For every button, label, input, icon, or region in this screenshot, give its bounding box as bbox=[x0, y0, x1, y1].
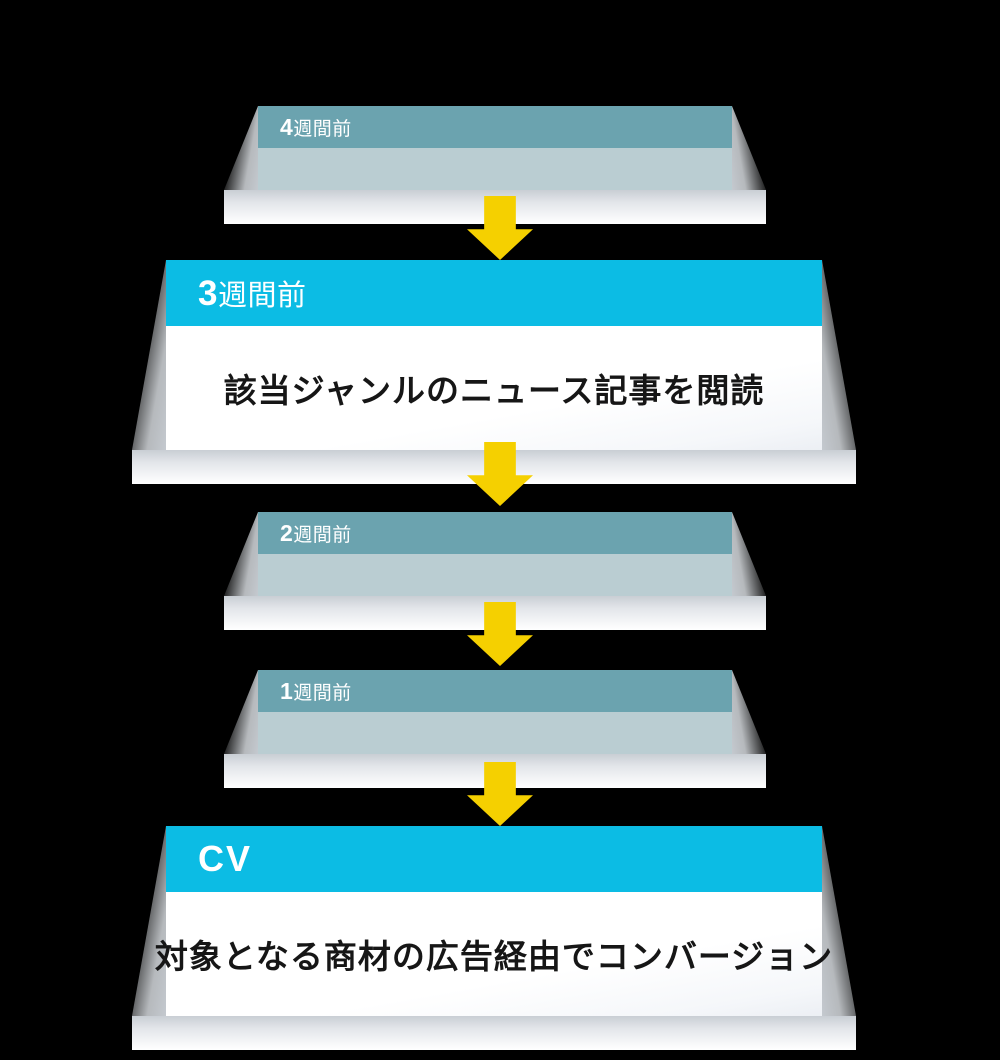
step-label: 4週間前 bbox=[280, 114, 352, 141]
step-card-cv[interactable]: CV 対象となる商材の広告経由でコンバージョン bbox=[132, 826, 856, 1050]
card-right-bevel bbox=[822, 826, 856, 1016]
step-body-text: 該当ジャンルのニュース記事を閲読 bbox=[223, 372, 765, 409]
card-header: 4週間前 bbox=[258, 106, 732, 161]
card-left-bevel bbox=[132, 260, 166, 450]
step-label: 2週間前 bbox=[280, 520, 352, 547]
step-label-number: 2 bbox=[280, 519, 294, 546]
step-label: 3週間前 bbox=[198, 272, 306, 314]
card-surface: CV 対象となる商材の広告経由でコンバージョン bbox=[155, 826, 832, 1016]
card-body bbox=[258, 148, 732, 190]
card-body bbox=[258, 712, 732, 754]
step-card-2-weeks-before[interactable]: 2週間前 bbox=[224, 512, 766, 630]
card-left-bevel bbox=[224, 670, 258, 754]
card-surface: 1週間前 bbox=[258, 670, 732, 754]
card-right-bevel bbox=[822, 260, 856, 450]
step-label-unit: 週間前 bbox=[293, 118, 352, 140]
card-surface: 4週間前 bbox=[258, 106, 732, 190]
step-card-4-weeks-before[interactable]: 4週間前 bbox=[224, 106, 766, 224]
card-left-bevel bbox=[132, 826, 166, 1016]
card-base-shadow bbox=[132, 1016, 856, 1050]
card-right-bevel bbox=[732, 512, 766, 596]
step-card-3-weeks-before[interactable]: 3週間前 該当ジャンルのニュース記事を閲読 bbox=[132, 260, 856, 484]
card-header: 2週間前 bbox=[258, 512, 732, 567]
card-right-bevel bbox=[732, 670, 766, 754]
card-header: 1週間前 bbox=[258, 670, 732, 725]
step-label: 1週間前 bbox=[280, 678, 352, 705]
card-body: 対象となる商材の広告経由でコンバージョン bbox=[155, 892, 832, 1016]
step-label-number: 3 bbox=[198, 274, 218, 313]
card-surface: 3週間前 該当ジャンルのニュース記事を閲読 bbox=[166, 260, 822, 450]
card-left-bevel bbox=[224, 512, 258, 596]
step-label-number: 4 bbox=[280, 113, 294, 140]
step-label: CV bbox=[198, 838, 253, 879]
card-header: CV bbox=[166, 826, 822, 905]
card-body bbox=[258, 554, 732, 596]
step-body-text: 対象となる商材の広告経由でコンバージョン bbox=[154, 938, 834, 975]
card-right-bevel bbox=[732, 106, 766, 190]
card-body: 該当ジャンルのニュース記事を閲読 bbox=[166, 326, 822, 450]
step-label-number: 1 bbox=[280, 677, 294, 704]
step-label-unit: 週間前 bbox=[293, 524, 352, 546]
down-arrow-icon bbox=[467, 602, 533, 666]
down-arrow-icon bbox=[467, 442, 533, 506]
step-label-unit: 週間前 bbox=[217, 280, 307, 312]
down-arrow-icon bbox=[467, 762, 533, 826]
card-header: 3週間前 bbox=[166, 260, 822, 339]
card-surface: 2週間前 bbox=[258, 512, 732, 596]
step-label-unit: 週間前 bbox=[293, 682, 352, 704]
down-arrow-icon bbox=[467, 196, 533, 260]
step-card-1-week-before[interactable]: 1週間前 bbox=[224, 670, 766, 788]
card-left-bevel bbox=[224, 106, 258, 190]
